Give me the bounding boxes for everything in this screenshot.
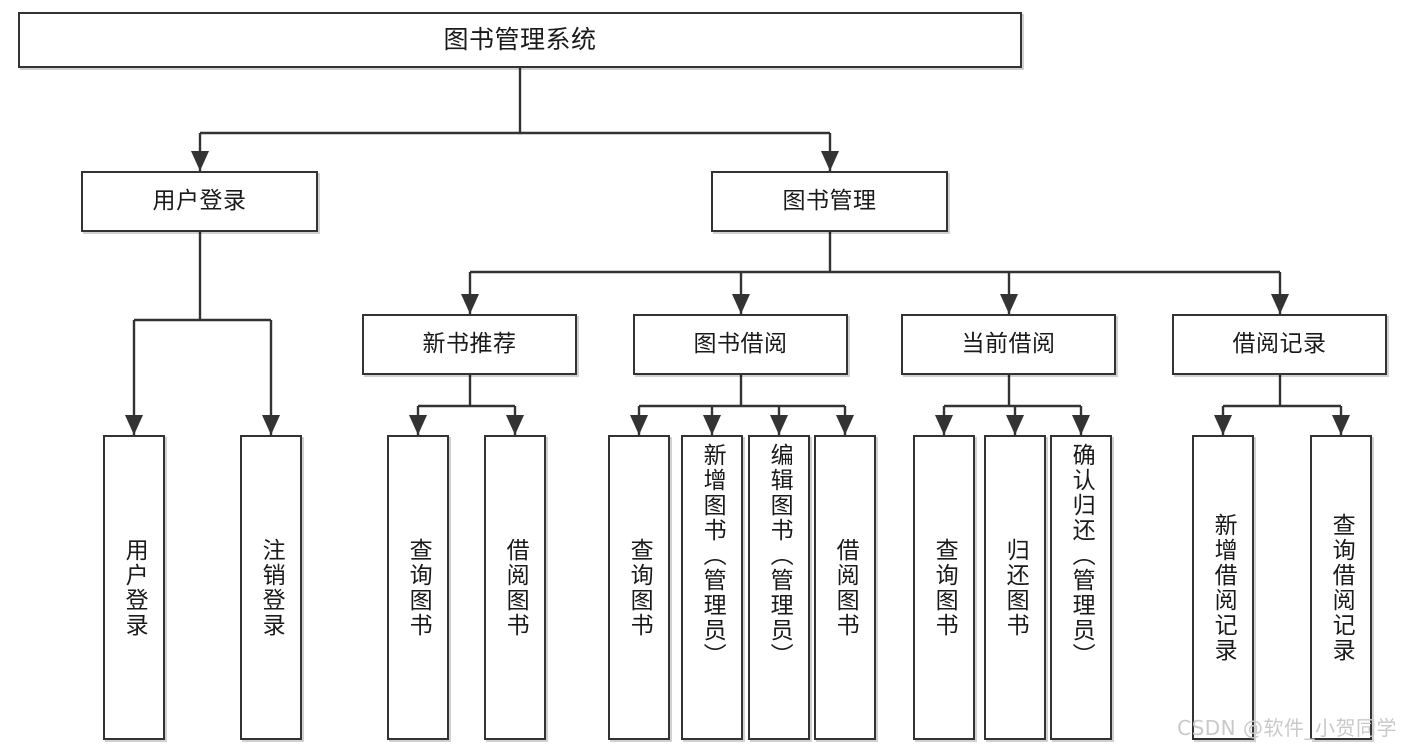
arrowhead-root-0 (191, 151, 209, 171)
node-label-leaf-user-login: 用户登录 (121, 537, 148, 638)
node-label-leaf-edit-book: 编辑图书（管理员） (766, 443, 793, 668)
arrowhead-book-manage-1 (732, 294, 750, 314)
node-leaf-edit-book[interactable]: 编辑图书（管理员） (748, 435, 810, 740)
node-label-leaf-borrow-book-1: 借阅图书 (502, 537, 529, 638)
arrowhead-current-borrow-0 (935, 415, 953, 435)
arrowhead-user-login-0 (125, 415, 143, 435)
arrowhead-current-borrow-2 (1072, 415, 1090, 435)
node-leaf-query-book-3[interactable]: 查询图书 (913, 435, 975, 740)
node-label-leaf-query-book-3: 查询图书 (931, 537, 958, 638)
node-label-book-manage: 图书管理 (782, 187, 877, 214)
node-user-login[interactable]: 用户登录 (81, 171, 318, 232)
arrowhead-book-borrow-1 (703, 415, 721, 435)
arrowhead-book-manage-3 (1271, 294, 1289, 314)
node-label-leaf-user-logout: 注销登录 (258, 537, 285, 638)
node-label-new-book-rec: 新书推荐 (422, 330, 517, 357)
arrowhead-new-book-rec-1 (506, 415, 524, 435)
node-label-leaf-query-book-1: 查询图书 (405, 537, 432, 638)
node-label-leaf-add-record: 新增借阅记录 (1210, 512, 1237, 663)
node-leaf-return-book[interactable]: 归还图书 (984, 435, 1046, 740)
node-leaf-borrow-book-2[interactable]: 借阅图书 (814, 435, 876, 740)
node-leaf-user-logout[interactable]: 注销登录 (240, 435, 302, 740)
node-label-leaf-borrow-book-2: 借阅图书 (832, 537, 859, 638)
node-leaf-query-book-1[interactable]: 查询图书 (387, 435, 449, 740)
node-leaf-confirm-return[interactable]: 确认归还（管理员） (1050, 435, 1112, 740)
arrowhead-current-borrow-1 (1006, 415, 1024, 435)
node-leaf-query-record[interactable]: 查询借阅记录 (1310, 435, 1372, 740)
node-label-current-borrow: 当前借阅 (961, 330, 1056, 357)
node-leaf-user-login[interactable]: 用户登录 (103, 435, 165, 740)
arrowhead-borrow-record-0 (1214, 415, 1232, 435)
node-leaf-add-book[interactable]: 新增图书（管理员） (681, 435, 743, 740)
node-current-borrow[interactable]: 当前借阅 (901, 314, 1116, 375)
node-label-leaf-query-book-2: 查询图书 (626, 537, 653, 638)
arrowhead-new-book-rec-0 (409, 415, 427, 435)
node-book-manage[interactable]: 图书管理 (711, 171, 948, 232)
arrowhead-root-1 (821, 151, 839, 171)
arrowhead-borrow-record-1 (1332, 415, 1350, 435)
arrowhead-book-borrow-0 (630, 415, 648, 435)
arrowhead-book-manage-2 (1000, 294, 1018, 314)
node-leaf-add-record[interactable]: 新增借阅记录 (1192, 435, 1254, 740)
node-label-user-login: 用户登录 (152, 187, 247, 214)
node-label-leaf-add-book: 新增图书（管理员） (699, 443, 726, 668)
node-label-borrow-record: 借阅记录 (1232, 330, 1327, 357)
node-label-leaf-query-record: 查询借阅记录 (1328, 512, 1355, 663)
arrowhead-book-borrow-2 (770, 415, 788, 435)
node-new-book-rec[interactable]: 新书推荐 (362, 314, 577, 375)
node-label-leaf-return-book: 归还图书 (1002, 537, 1029, 638)
arrowhead-user-login-1 (262, 415, 280, 435)
node-label-book-borrow: 图书借阅 (693, 330, 788, 357)
node-root[interactable]: 图书管理系统 (18, 12, 1022, 68)
node-borrow-record[interactable]: 借阅记录 (1172, 314, 1387, 375)
node-label-root: 图书管理系统 (443, 25, 597, 55)
arrowhead-book-manage-0 (461, 294, 479, 314)
node-leaf-borrow-book-1[interactable]: 借阅图书 (484, 435, 546, 740)
arrowhead-book-borrow-3 (836, 415, 854, 435)
node-leaf-query-book-2[interactable]: 查询图书 (608, 435, 670, 740)
watermark-label: CSDN @软件_小贺同学 (1177, 716, 1397, 740)
node-book-borrow[interactable]: 图书借阅 (633, 314, 848, 375)
node-label-leaf-confirm-return: 确认归还（管理员） (1068, 443, 1095, 668)
